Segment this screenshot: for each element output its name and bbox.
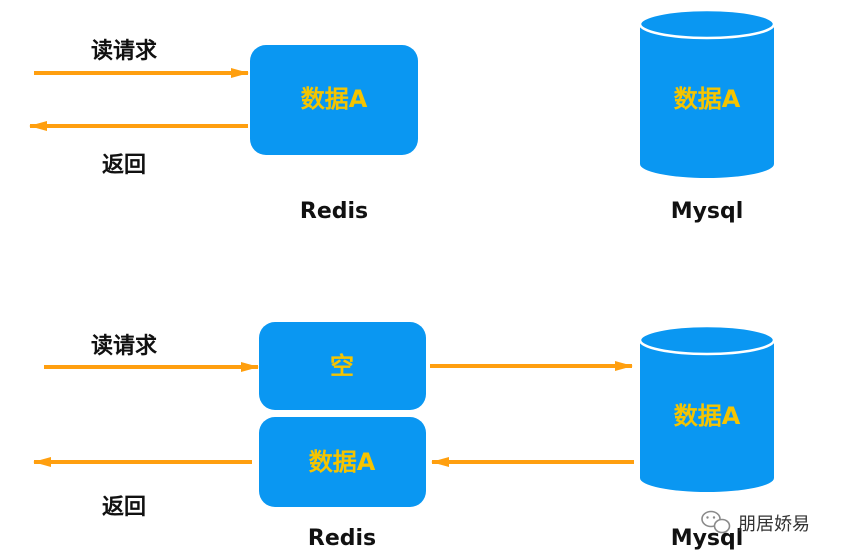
bottom-redis-empty-node: 空	[259, 322, 426, 410]
top-redis-content: 数据A	[301, 85, 368, 113]
bottom-redis-filled-content: 数据A	[309, 448, 376, 476]
bottom-request-label: 读请求	[91, 333, 157, 359]
bottom-mysql-name: Mysql	[671, 526, 744, 551]
top-redis-node: 数据A	[250, 45, 418, 155]
top-return-label: 返回	[102, 153, 146, 178]
top-request-label: 读请求	[91, 38, 157, 64]
watermark-text: 朋居娇易	[738, 514, 810, 535]
bottom-mysql-node: 数据A	[638, 324, 776, 492]
bottom-redis-empty-content: 空	[330, 352, 354, 380]
top-mysql-node: 数据A	[638, 8, 776, 178]
bottom-return-label: 返回	[102, 495, 146, 520]
bottom-mysql-content: 数据A	[674, 402, 741, 430]
bottom-redis-name: Redis	[308, 526, 376, 551]
bottom-redis-filled-node: 数据A	[259, 417, 426, 507]
top-mysql-cylinder-body	[640, 24, 774, 178]
watermark: 朋居娇易	[701, 510, 810, 535]
bottom-flow: 读请求 返回 空 数据A Redis 数据A Mysql	[33, 322, 776, 551]
top-redis-name: Redis	[300, 199, 368, 224]
bottom-redis-empty-box	[259, 322, 426, 410]
top-redis-box	[250, 45, 418, 155]
top-flow: 读请求 返回 数据A Redis 数据A Mysql	[29, 8, 776, 224]
top-mysql-cylinder-top	[638, 8, 776, 40]
wechat-icon	[701, 510, 731, 534]
bottom-mysql-cylinder-top	[638, 324, 776, 356]
top-mysql-name: Mysql	[671, 199, 744, 224]
bottom-redis-filled-box	[259, 417, 426, 507]
bottom-mysql-cylinder-body	[640, 340, 774, 492]
top-mysql-content: 数据A	[674, 85, 741, 113]
